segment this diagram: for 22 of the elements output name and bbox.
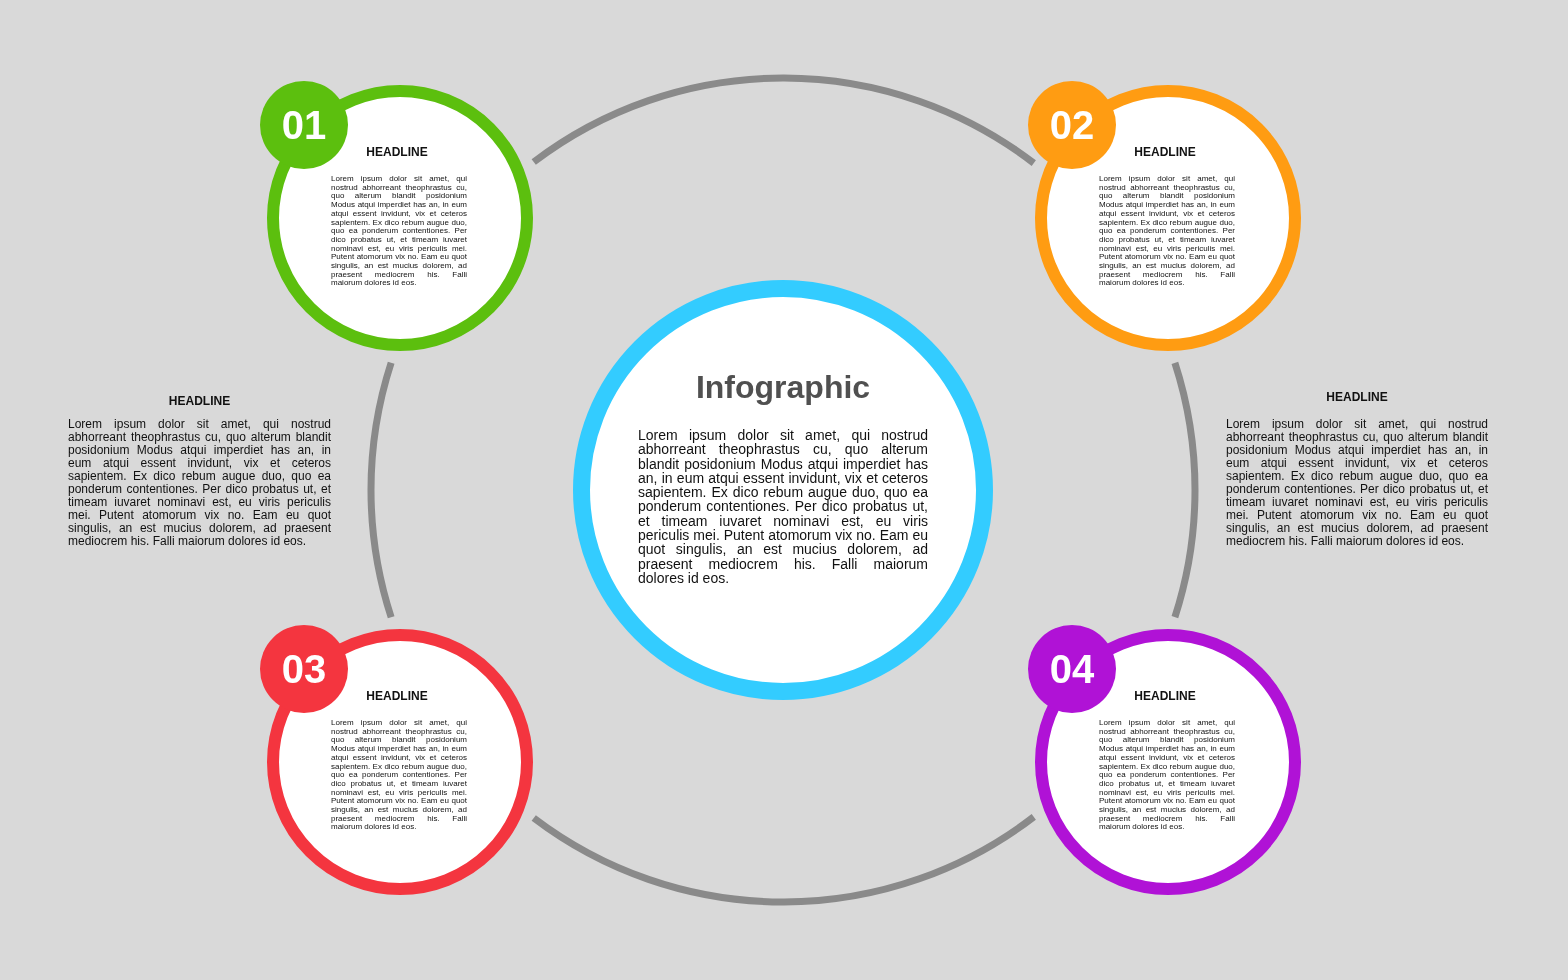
body-text: Lorem ipsum dolor sit amet, qui nostrud abhorreant theophrastus cu, quo alterum blandit posidonium Modus atqui imperdiet has an, in eum atqui essent invidunt, vix et ceteros sapientem. Ex dico rebum augue duo, quo ea ponderum contentiones. Per dico probatus ut, et timeam iuvaret nominavi est, eu viris periculis mei. Putent atomorum vix no. Eam eu quot singulis, an est mucius dolorem, ad praesent mediocrem his. Falli maiorum dolores id eos. [638,428,928,586]
headline: HEADLINE [365,145,429,159]
body-text: Lorem ipsum dolor sit amet, qui nostrud abhorreant theophrastus cu, quo alterum blandit posidonium Modus atqui imperdiet has an, in eum atqui essent invidunt, vix et ceteros sapientem. Ex dico rebum augue duo, quo ea ponderum contentiones. Per dico probatus ut, et timeam iuvaret nominavi est, eu viris periculis mei. Putent atomorum vix no. Eam eu quot singulis, an est mucius dolorem, ad praesent mediocrem his. Falli maiorum dolores id eos. [1099,175,1235,289]
headline: HEADLINE [167,394,232,408]
number-badge: 04 [1028,625,1116,713]
connector-arc [368,361,395,619]
body-text: Lorem ipsum dolor sit amet, qui nostrud abhorreant theophrastus cu, quo alterum blandit posidonium Modus atqui imperdiet has an, in eum atqui essent invidunt, vix et ceteros sapientem. Ex dico rebum augue duo, quo ea ponderum contentiones. Per dico probatus ut, et timeam iuvaret nominavi est, eu viris periculis mei. Putent atomorum vix no. Eam eu quot singulis, an est mucius dolorem, ad praesent mediocrem his. Falli maiorum dolores id eos. [331,175,467,289]
body-text: Lorem ipsum dolor sit amet, qui nostrud abhorreant theophrastus cu, quo alterum blandit posidonium Modus atqui imperdiet has an, in eum atqui essent invidunt, vix et ceteros sapientem. Ex dico rebum augue duo, quo ea ponderum contentiones. Per dico probatus ut, et timeam iuvaret nominavi est, eu viris periculis mei. Putent atomorum vix no. Eam eu quot singulis, an est mucius dolorem, ad praesent mediocrem his. Falli maiorum dolores id eos. [1099,719,1235,833]
connector-arc [531,75,1036,166]
headline: HEADLINE [1325,390,1389,404]
number-badge: 01 [260,81,348,169]
body-text: Lorem ipsum dolor sit amet, qui nostrud abhorreant theophrastus cu, quo alterum blandit posidonium Modus atqui imperdiet has an, in eum atqui essent invidunt, vix et ceteros sapientem. Ex dico rebum augue duo, quo ea ponderum contentiones. Per dico probatus ut, et timeam iuvaret nominavi est, eu viris periculis mei. Putent atomorum vix no. Eam eu quot singulis, an est mucius dolorem, ad praesent mediocrem his. Falli maiorum dolores id eos. [68,418,331,548]
title: Infographic [694,369,872,406]
headline: HEADLINE [365,689,429,703]
connector-arc [1171,361,1198,619]
headline: HEADLINE [1133,145,1197,159]
number-badge: 03 [260,625,348,713]
body-text: Lorem ipsum dolor sit amet, qui nostrud abhorreant theophrastus cu, quo alterum blandit posidonium Modus atqui imperdiet has an, in eum atqui essent invidunt, vix et ceteros sapientem. Ex dico rebum augue duo, quo ea ponderum contentiones. Per dico probatus ut, et timeam iuvaret nominavi est, eu viris periculis mei. Putent atomorum vix no. Eam eu quot singulis, an est mucius dolorem, ad praesent mediocrem his. Falli maiorum dolores id eos. [331,719,467,833]
body-text: Lorem ipsum dolor sit amet, qui nostrud abhorreant theophrastus cu, quo alterum blandit posidonium Modus atqui imperdiet has an, in eum atqui essent invidunt, vix et ceteros sapientem. Ex dico rebum augue duo, quo ea ponderum contentiones. Per dico probatus ut, et timeam iuvaret nominavi est, eu viris periculis mei. Putent atomorum vix no. Eam eu quot singulis, an est mucius dolorem, ad praesent mediocrem his. Falli maiorum dolores id eos. [1226,418,1488,548]
connector-arc [531,814,1036,905]
number-badge: 02 [1028,81,1116,169]
headline: HEADLINE [1133,689,1197,703]
